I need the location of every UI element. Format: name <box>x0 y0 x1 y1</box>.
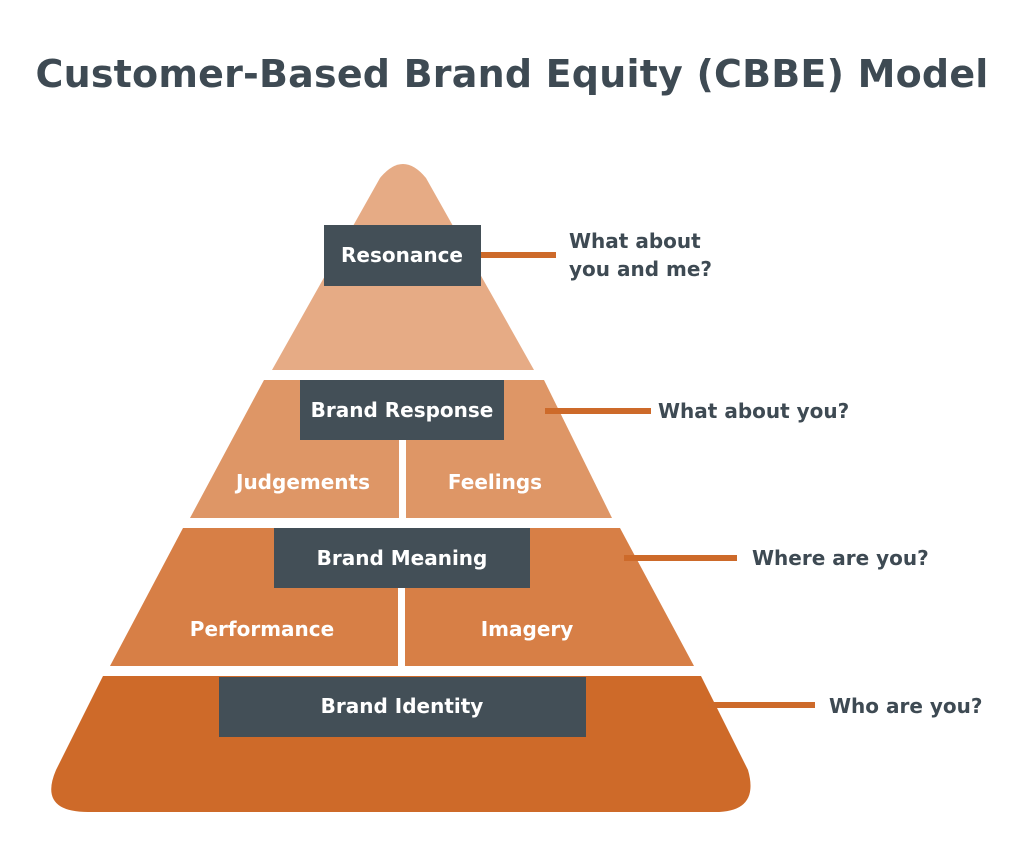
box-label-brand-identity: Brand Identity <box>321 694 484 718</box>
label-box-resonance <box>324 225 481 286</box>
question-resonance-line-1: What about <box>569 229 701 253</box>
connector-line-brand-identity <box>708 702 815 708</box>
divider-tier3 <box>398 588 405 668</box>
divider-tier2 <box>399 440 406 520</box>
connector-line-brand-response <box>545 408 651 414</box>
box-label-resonance: Resonance <box>341 243 463 267</box>
question-brand-response: What about you? <box>658 399 849 423</box>
block-label-feelings: Feelings <box>448 470 542 494</box>
question-brand-meaning: Where are you? <box>752 546 929 570</box>
label-box-brand-meaning <box>274 528 530 588</box>
connector-line-resonance <box>480 252 556 258</box>
label-box-brand-identity <box>219 677 586 737</box>
block-label-performance: Performance <box>190 617 334 641</box>
box-label-brand-meaning: Brand Meaning <box>317 546 488 570</box>
question-brand-identity: Who are you? <box>829 694 983 718</box>
label-box-brand-response <box>300 380 504 440</box>
page-title: Customer-Based Brand Equity (CBBE) Model <box>35 52 989 96</box>
block-label-judgements: Judgements <box>234 470 370 494</box>
question-resonance-line-2: you and me? <box>569 257 712 281</box>
box-label-brand-response: Brand Response <box>311 398 494 422</box>
connector-line-brand-meaning <box>624 555 737 561</box>
block-label-imagery: Imagery <box>481 617 574 641</box>
